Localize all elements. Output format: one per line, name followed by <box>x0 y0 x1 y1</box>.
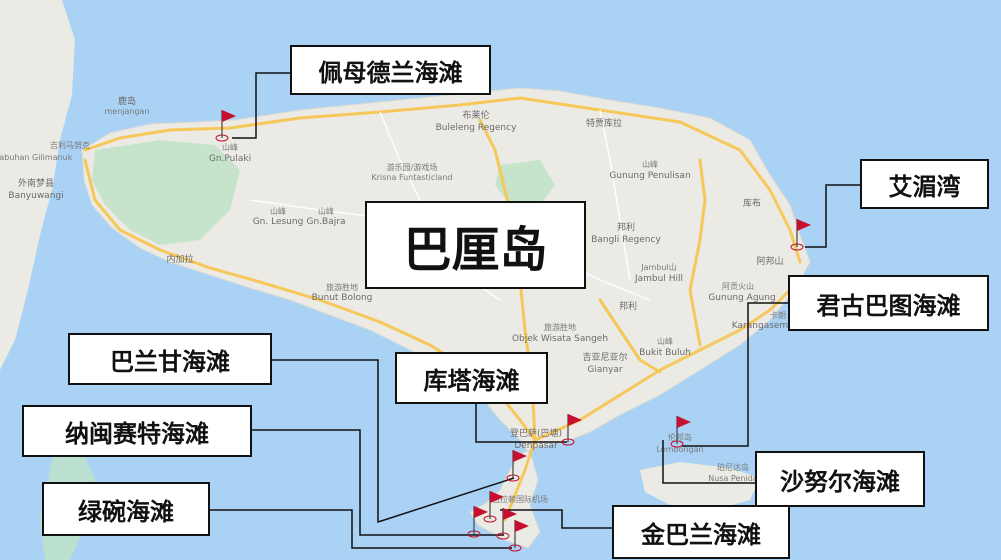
label-lesung: Gn. Lesung <box>253 217 304 227</box>
flag-icon[interactable] <box>508 520 529 552</box>
callout-jimbaran-beach[interactable]: 金巴兰海滩 <box>612 505 790 559</box>
map-title: 巴厘岛 <box>365 201 586 289</box>
label-agung: Gunung Agung <box>708 293 775 303</box>
callout-candidasa-beach[interactable]: 君古巴图海滩 <box>788 275 989 331</box>
label-tejakula: 特贾库拉 <box>586 117 622 129</box>
label-bunut-cn: 旅游胜地 <box>326 282 358 292</box>
nusa-penida-island <box>640 462 760 510</box>
flag-icon[interactable] <box>215 110 236 142</box>
label-menjangan-cn: 鹿岛 <box>118 95 136 107</box>
west-bali-park <box>92 140 240 245</box>
java-island <box>0 0 75 370</box>
label-karangasem-cn: 卡朗 <box>770 310 786 320</box>
label-negara: 内加拉 <box>166 253 193 265</box>
label-gianyar: Gianyar <box>587 365 623 375</box>
flag-icon[interactable] <box>483 491 504 523</box>
label-bajra: Gn.Bajra <box>307 217 346 227</box>
label-penulisan-cn: 山峰 <box>642 159 658 169</box>
label-buleleng-cn: 布莱伦 <box>462 109 489 121</box>
label-sangeh: Objek Wisata Sangeh <box>512 334 608 344</box>
label-pulaki: Gn.Pulaki <box>209 154 251 164</box>
label-lesung-cn: 山峰 <box>270 206 286 216</box>
label-gianyar-cn: 吉亚尼亚尔 <box>582 351 627 363</box>
label-banyuwangi: Banyuwangi <box>8 191 63 201</box>
beach-flags <box>215 110 811 552</box>
label-buleleng: Buleleng Regency <box>436 123 518 133</box>
label-krisna-cn: 游乐园/游戏场 <box>387 162 438 172</box>
callout-padang-padang-beach[interactable]: 绿碗海滩 <box>42 482 210 536</box>
label-denpasar: Denpasar <box>514 441 558 451</box>
flag-icon[interactable] <box>561 414 582 446</box>
label-sangeh-cn: 旅游胜地 <box>544 322 576 332</box>
label-penida-cn: 珀尼达岛 <box>717 462 749 472</box>
label-karangasem: Karangasem <box>732 321 788 331</box>
label-lembongan-cn: 伦邦岛 <box>668 432 692 442</box>
label-penida: Nusa Penida <box>708 474 758 483</box>
label-gilimanuk: Pelabuhan Gilimanuk <box>0 153 73 162</box>
callout-sanur-beach[interactable]: 沙努尔海滩 <box>755 451 925 507</box>
leader-lines <box>208 72 862 549</box>
flag-icon[interactable] <box>496 508 517 540</box>
central-park <box>495 160 555 205</box>
flag-icon[interactable] <box>790 219 811 251</box>
label-penulisan: Gunung Penulisan <box>609 171 690 181</box>
label-amlapura: 阿邦山 <box>756 255 783 267</box>
label-gilimanuk-cn: 吉利马努克 <box>50 140 90 150</box>
flag-icon[interactable] <box>670 416 691 448</box>
label-jambul: Jambul Hill <box>634 274 683 284</box>
label-bunut: Bunut Bolong <box>312 293 373 303</box>
callout-balangan-beach[interactable]: 巴兰甘海滩 <box>68 333 272 385</box>
label-kubu: 库布 <box>743 197 761 209</box>
flag-icon[interactable] <box>506 450 527 482</box>
label-bangli-cn: 邦利 <box>617 221 635 233</box>
label-bangli: Bangli Regency <box>591 235 661 245</box>
callout-nusa-dua-beach[interactable]: 纳闽赛特海滩 <box>22 405 252 457</box>
callout-pemuteran-beach[interactable]: 佩母德兰海滩 <box>290 45 491 95</box>
label-bajra-cn: 山峰 <box>318 206 334 216</box>
callout-amed-bay[interactable]: 艾湄湾 <box>860 159 989 209</box>
label-banyuwangi-cn: 外南梦县 <box>18 177 54 189</box>
label-buluh-cn: 山峰 <box>657 336 673 346</box>
label-denpasar-cn: 登巴萨(巴塘) <box>510 427 562 439</box>
label-krisna: Krisna Funtasticland <box>372 173 453 182</box>
callout-kuta-beach[interactable]: 库塔海滩 <box>395 352 548 404</box>
label-lembongan: Lembongan <box>656 445 703 454</box>
label-buluh: Bukit Buluh <box>639 348 691 358</box>
label-bangli2: 邦利 <box>619 300 637 312</box>
label-jambul-cn: Jambul山 <box>640 262 676 272</box>
label-menjangan: menjangan <box>104 107 149 116</box>
map-labels: 鹿岛 menjangan 吉利马努克 Pelabuhan Gilimanuk 外… <box>0 95 788 504</box>
label-airport: 伍拉赖国际机场 <box>492 494 548 504</box>
label-agung-cn: 阿贡火山 <box>722 281 754 291</box>
flag-icon[interactable] <box>467 506 488 538</box>
label-pulaki-cn: 山峰 <box>222 142 238 152</box>
